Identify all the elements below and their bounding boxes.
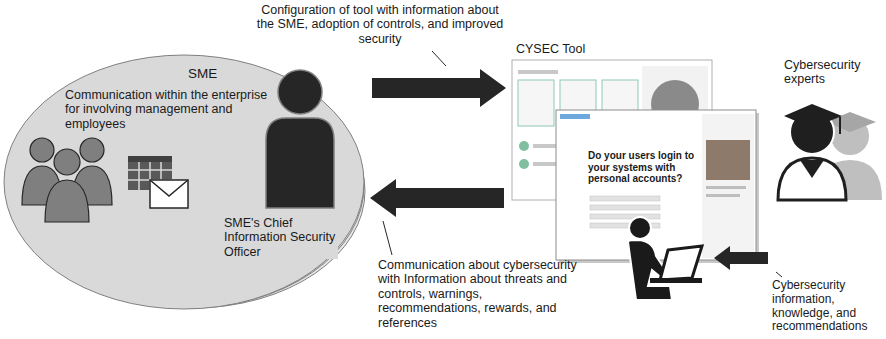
arrow-label: Configuration of tool with information a… bbox=[255, 3, 505, 46]
block-arrow bbox=[714, 246, 768, 270]
experts-figure bbox=[778, 104, 882, 200]
expert-at-laptop-figure bbox=[628, 217, 702, 300]
employees-icon bbox=[22, 138, 112, 222]
experts-group: Cybersecurity experts bbox=[772, 56, 884, 272]
enterprise-communication-text: Communication within the enterprise for … bbox=[65, 88, 270, 131]
experts-title: Cybersecurity experts bbox=[784, 58, 882, 87]
screen-question-text: Do your users login to your systems with… bbox=[588, 150, 700, 185]
arrow-label: Communication about cybersecurity with I… bbox=[378, 258, 578, 330]
arrow-label: Cybersecurity information, knowledge, an… bbox=[772, 279, 884, 334]
block-arrow bbox=[372, 69, 506, 107]
ciso-figure bbox=[266, 70, 334, 208]
sme-title: SME bbox=[188, 66, 248, 82]
ciso-label: SME's Chief Information Security Officer bbox=[222, 216, 338, 259]
block-arrow bbox=[370, 179, 504, 217]
tool-title: CYSEC Tool bbox=[516, 42, 636, 56]
envelope-icon bbox=[150, 180, 188, 208]
sme-region: SME Communication within the enterprise f… bbox=[0, 48, 368, 312]
tool-screenshot-question bbox=[556, 110, 759, 263]
sme-ellipse bbox=[4, 55, 364, 309]
